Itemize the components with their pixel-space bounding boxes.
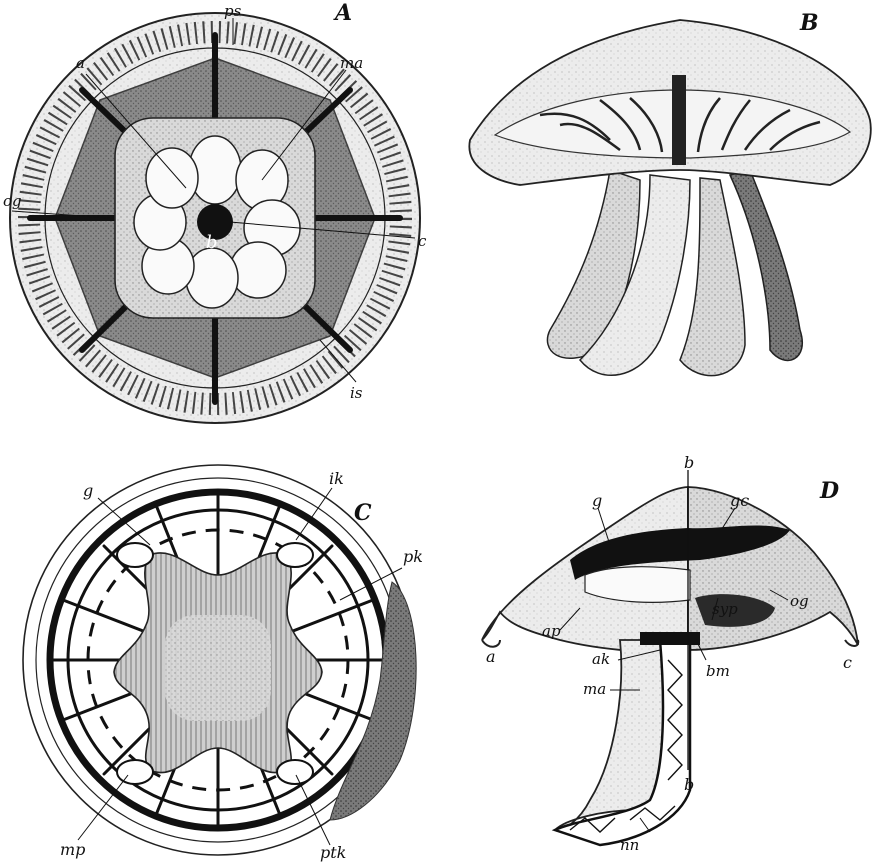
label-c-mp: mp xyxy=(60,840,85,859)
panel-d-letter: D xyxy=(819,478,839,504)
label-d-ak: ak xyxy=(592,650,610,668)
panel-c-letter: C xyxy=(354,500,372,526)
label-a-a: a xyxy=(76,54,85,72)
label-d-bm: bm xyxy=(706,662,730,680)
label-d-a: a xyxy=(486,647,496,666)
panel-b-bell xyxy=(469,20,870,185)
panel-a-letter: A xyxy=(333,0,352,26)
panel-b-letter: B xyxy=(799,10,819,36)
label-d-ap: ap xyxy=(542,622,561,640)
label-d-syp: syp xyxy=(712,600,738,618)
panel-a-bell xyxy=(10,13,420,423)
label-a-og: og xyxy=(3,192,22,210)
panel-a: A ps a ma og c is b xyxy=(3,0,427,423)
label-d-nn: nn xyxy=(620,836,639,854)
label-d-gc: gc xyxy=(730,491,749,510)
label-d-b-bottom: b xyxy=(684,775,694,794)
panel-b: B xyxy=(469,10,870,376)
label-a-ma: ma xyxy=(340,54,363,72)
label-c-ik: ik xyxy=(329,469,344,488)
label-a-c: c xyxy=(418,232,427,250)
label-a-ps: ps xyxy=(224,2,242,20)
label-d-ma: ma xyxy=(583,680,606,698)
label-a-is: is xyxy=(350,384,363,402)
label-d-og: og xyxy=(790,592,809,610)
label-c-ptk: ptk xyxy=(320,843,346,862)
label-d-c: c xyxy=(843,653,852,672)
label-c-pk: pk xyxy=(403,547,423,566)
label-d-g: g xyxy=(592,491,602,510)
panel-b-oral-arms xyxy=(547,170,802,376)
panel-c: g C ik pk mp ptk xyxy=(23,465,423,862)
panel-d: b D g gc og a c ap syp ak bm ma b nn xyxy=(482,453,858,854)
label-a-b: b xyxy=(206,232,218,253)
label-d-b-top: b xyxy=(684,453,694,472)
label-c-g: g xyxy=(83,481,93,500)
